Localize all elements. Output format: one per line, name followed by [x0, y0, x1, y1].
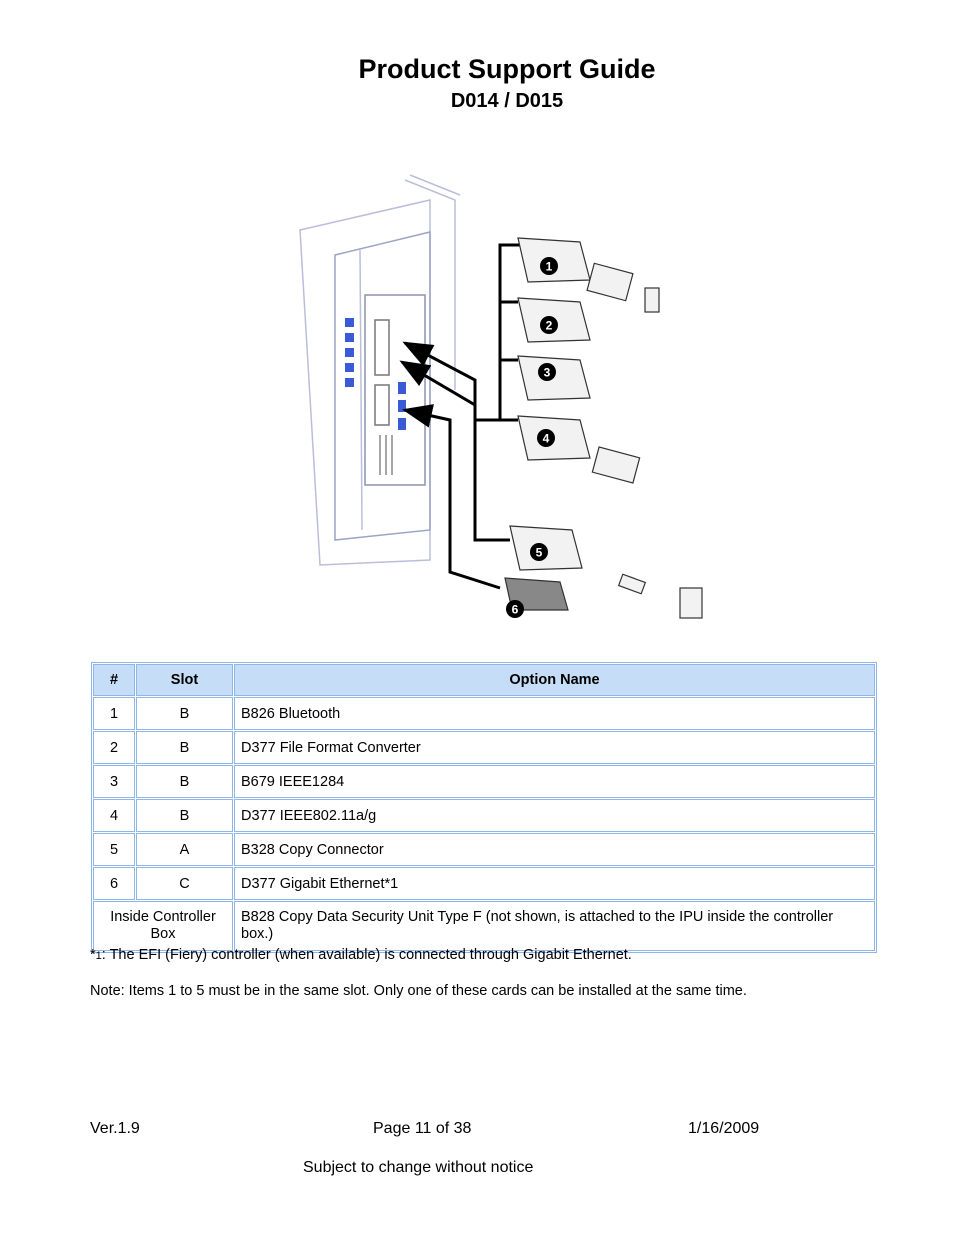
row-slot: B [136, 799, 233, 832]
row-option-name: B679 IEEE1284 [234, 765, 875, 798]
callout-6: 6 [506, 600, 524, 618]
row-option-name: D377 Gigabit Ethernet*1 [234, 867, 875, 900]
row-number: 2 [93, 731, 135, 764]
row-slot: B [136, 731, 233, 764]
footnote: *1: The EFI (Fiery) controller (when ava… [90, 947, 632, 963]
row-number: 6 [93, 867, 135, 900]
table-row: 6 C D377 Gigabit Ethernet*1 [93, 867, 875, 900]
callout-2: 2 [540, 316, 558, 334]
row-number: 1 [93, 697, 135, 730]
column-header-number: # [93, 664, 135, 696]
column-header-slot: Slot [136, 664, 233, 696]
table-header-row: # Slot Option Name [93, 664, 875, 696]
callout-3: 3 [538, 363, 556, 381]
footer-date: 1/16/2009 [688, 1120, 760, 1137]
row-location-label: Inside Controller Box [93, 901, 233, 951]
machine-frame [299, 174, 461, 566]
callout-5: 5 [530, 543, 548, 561]
table-row: 4 B D377 IEEE802.11a/g [93, 799, 875, 832]
svg-text:3: 3 [544, 366, 551, 380]
table-row: 1 B B826 Bluetooth [93, 697, 875, 730]
table-row: 2 B D377 File Format Converter [93, 731, 875, 764]
table-row: 3 B B679 IEEE1284 [93, 765, 875, 798]
row-slot: A [136, 833, 233, 866]
row-slot: B [136, 765, 233, 798]
row-option-name: D377 File Format Converter [234, 731, 875, 764]
row-slot: C [136, 867, 233, 900]
table-row: 5 A B328 Copy Connector [93, 833, 875, 866]
row-number: 5 [93, 833, 135, 866]
slot-indicators [345, 318, 406, 430]
table-row-inside-controller: Inside Controller Box B828 Copy Data Sec… [93, 901, 875, 951]
svg-text:6: 6 [512, 603, 519, 617]
callout-1: 1 [540, 257, 558, 275]
callout-4: 4 [537, 429, 555, 447]
footer-notice: Subject to change without notice [303, 1159, 534, 1176]
connection-lines [399, 243, 520, 590]
document-subtitle: D014 / D015 [450, 90, 564, 112]
footnote-star: * [90, 947, 96, 963]
option-cards [504, 237, 703, 619]
row-option-name: D377 IEEE802.11a/g [234, 799, 875, 832]
row-option-name: B328 Copy Connector [234, 833, 875, 866]
row-option-name: B828 Copy Data Security Unit Type F (not… [234, 901, 875, 951]
row-number: 4 [93, 799, 135, 832]
svg-text:1: 1 [546, 260, 553, 274]
controller-options-diagram: 1 2 3 4 5 6 [290, 170, 730, 640]
svg-text:4: 4 [543, 432, 550, 446]
footer-version: Ver.1.9 [90, 1120, 140, 1137]
svg-text:5: 5 [536, 546, 543, 560]
row-number: 3 [93, 765, 135, 798]
installation-note: Note: Items 1 to 5 must be in the same s… [90, 983, 747, 999]
diagram-svg: 1 2 3 4 5 6 [299, 174, 703, 619]
row-option-name: B826 Bluetooth [234, 697, 875, 730]
svg-text:2: 2 [546, 319, 553, 333]
document-title: Product Support Guide [358, 54, 656, 84]
options-table: # Slot Option Name 1 B B826 Bluetooth 2 … [91, 662, 877, 953]
column-header-option-name: Option Name [234, 664, 875, 696]
row-slot: B [136, 697, 233, 730]
footnote-text: : The EFI (Fiery) controller (when avail… [101, 947, 632, 963]
footnote-mark: 1 [95, 950, 102, 962]
footer-page-number: Page 11 of 38 [373, 1120, 472, 1137]
